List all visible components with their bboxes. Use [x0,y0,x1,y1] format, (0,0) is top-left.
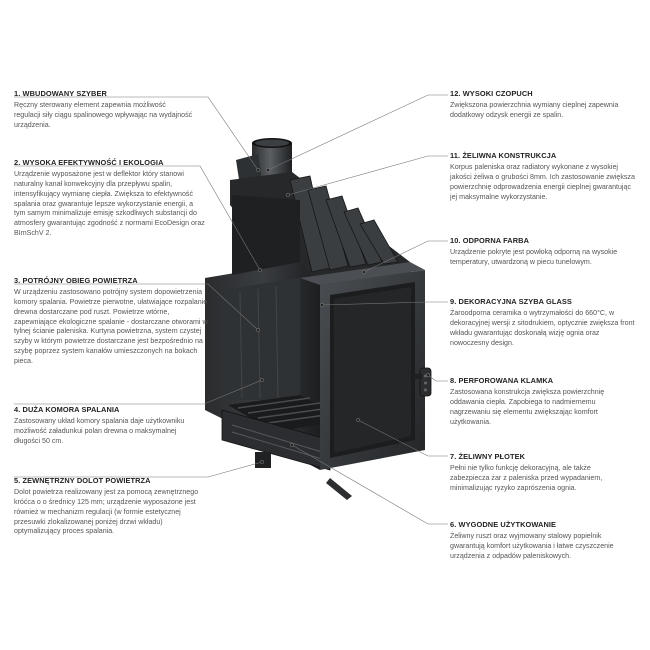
callout-title: 7. ŻELIWNY PŁOTEK [450,452,526,461]
callout-description: Urządzenie pokryte jest powłoką odporną … [450,248,618,266]
callout-description: Dolot powietrza realizowany jest za pomo… [14,488,199,536]
callout-description: Pełni nie tylko funkcję dekoracyjną, ale… [450,464,603,492]
glass-door-frame [300,262,425,470]
callout-title: 9. DEKORACYJNA SZYBA GLASS [450,297,572,306]
callout-3: 3. POTRÓJNY OBIEG POWIETRZA W urządzeniu… [14,276,209,366]
callout-title: 10. ODPORNA FARBA [450,236,530,245]
callout-title: 2. WYSOKA EFEKTYWNOŚĆ I EKOLOGIA [14,158,164,167]
callout-1: 1. WBUDOWANY SZYBER Ręczny sterowany ele… [14,89,194,131]
callout-description: Żaroodporna ceramika o wytrzymałości do … [450,309,635,347]
callout-title: 12. WYSOKI CZOPUCH [450,89,533,98]
callout-title: 1. WBUDOWANY SZYBER [14,89,107,98]
callout-description: Żeliwny ruszt oraz wyjmowany stalowy pop… [450,532,614,560]
callout-7: 7. ŻELIWNY PŁOTEK Pełni nie tylko funkcj… [450,452,630,494]
callout-description: Urządzenie wyposażone jest w deflektor k… [14,170,205,237]
callout-title: 5. ZEWNĘTRZNY DOLOT POWIETRZA [14,476,151,485]
callout-description: Korpus paleniska oraz radiatory wykonane… [450,163,635,201]
callout-description: Zwiększona powierzchnia wymiany cieplnej… [450,101,619,119]
leader-lines [14,94,448,525]
callout-title: 8. PERFOROWANA KLAMKA [450,376,554,385]
callout-9: 9. DEKORACYJNA SZYBA GLASS Żaroodporna c… [450,297,638,348]
callout-title: 4. DUŻA KOMORA SPALANIA [14,405,120,414]
callout-description: Ręczny sterowany element zapewnia możliw… [14,101,193,129]
callout-8: 8. PERFOROWANA KLAMKA Zastosowana konstr… [450,376,636,427]
combustion-chamber-body [205,195,345,471]
external-air-inlet [255,452,352,500]
callout-12: 12. WYSOKI CZOPUCH Zwiększona powierzchn… [450,89,636,121]
callout-title: 6. WYGODNE UŻYTKOWANIE [450,520,557,529]
callout-title: 11. ŻELIWNA KONSTRUKCJA [450,151,557,160]
callout-11: 11. ŻELIWNA KONSTRUKCJA Korpus paleniska… [450,151,638,202]
callout-4: 4. DUŻA KOMORA SPALANIA Zastosowany ukła… [14,405,194,447]
callout-description: Zastosowana konstrukcja zwiększa powierz… [450,388,605,426]
callout-5: 5. ZEWNĘTRZNY DOLOT POWIETRZA Dolot powi… [14,476,206,537]
callout-description: Zastosowany układ komory spalania daje u… [14,417,185,445]
callout-10: 10. ODPORNA FARBA Urządzenie pokryte jes… [450,236,640,268]
callout-title: 3. POTRÓJNY OBIEG POWIETRZA [14,276,138,285]
callout-6: 6. WYGODNE UŻYTKOWANIE Żeliwny ruszt ora… [450,520,636,562]
callout-description: W urządzeniu zastosowano potrójny system… [14,288,208,365]
callout-2: 2. WYSOKA EFEKTYWNOŚĆ I EKOLOGIA Urządze… [14,158,206,239]
